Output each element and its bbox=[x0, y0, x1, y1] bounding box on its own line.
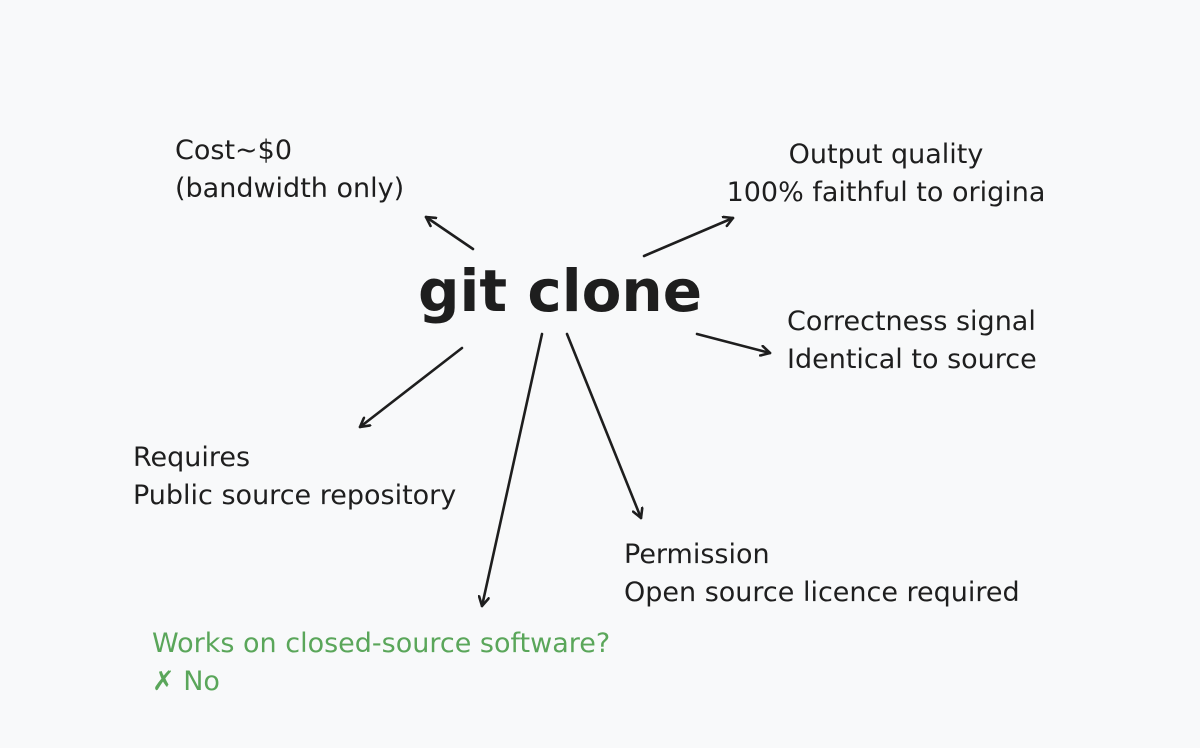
closed-source-node: Works on closed-source software? ✗ No bbox=[152, 625, 610, 701]
cost-node: Cost~$0 (bandwidth only) bbox=[175, 132, 404, 208]
arrow-to-requires bbox=[358, 346, 464, 429]
closed-source-title: Works on closed-source software? bbox=[152, 628, 611, 659]
permission-title: Permission bbox=[624, 539, 770, 570]
center-node-label: git clone bbox=[418, 257, 703, 325]
requires-node: Requires Public source repository bbox=[133, 439, 456, 515]
permission-detail: Open source licence required bbox=[624, 577, 1020, 608]
cost-title: Cost~$0 bbox=[175, 135, 293, 166]
cost-detail: (bandwidth only) bbox=[175, 173, 405, 204]
correctness-detail: Identical to source bbox=[787, 344, 1037, 375]
correctness-node: Correctness signal Identical to source bbox=[787, 303, 1037, 379]
permission-node: Permission Open source licence required bbox=[624, 536, 1020, 612]
arrow-to-correctness bbox=[695, 332, 772, 353]
arrow-to-closed-source bbox=[482, 332, 544, 608]
correctness-title: Correctness signal bbox=[787, 306, 1036, 337]
output-quality-node: Output quality 100% faithful to origina bbox=[708, 136, 1064, 212]
output-quality-title: Output quality bbox=[788, 139, 984, 170]
arrow-to-output bbox=[642, 218, 735, 258]
arrow-to-permission bbox=[565, 332, 641, 520]
requires-title: Requires bbox=[133, 442, 251, 473]
closed-source-detail: ✗ No bbox=[152, 666, 220, 697]
output-quality-detail: 100% faithful to origina bbox=[726, 177, 1046, 208]
arrow-to-cost bbox=[424, 215, 475, 251]
requires-detail: Public source repository bbox=[133, 480, 457, 511]
